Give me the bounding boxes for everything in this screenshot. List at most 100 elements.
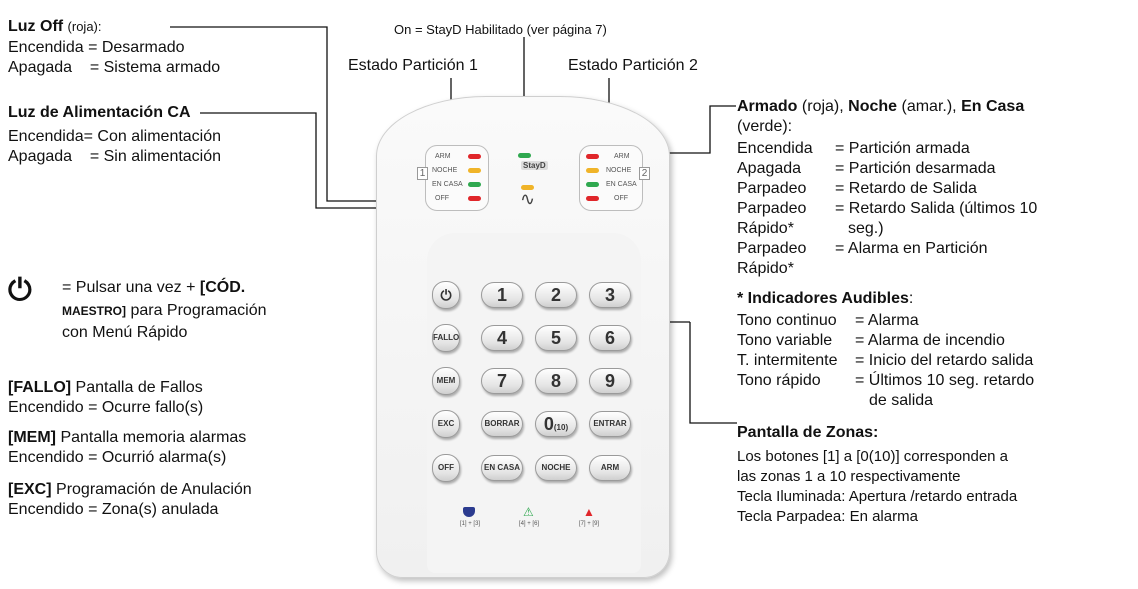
p1-stay-led	[468, 182, 481, 187]
exc-text: Programación de Anulación	[56, 481, 252, 498]
fallo-line: Encendido = Ocurre fallo(s)	[8, 399, 204, 416]
off-button[interactable]: OFF	[432, 454, 460, 482]
exc-line: Encendido = Zona(s) anulada	[8, 501, 219, 518]
partition-2-label: Estado Partición 2	[568, 57, 698, 74]
audible-key-2: T. intermitente	[737, 352, 838, 369]
night-amber: (amar.),	[901, 98, 957, 115]
keypad-device: ARM NOCHE EN CASA OFF 1 ARM NOCHE EN CAS…	[376, 96, 670, 578]
key-0[interactable]: 0(10)	[535, 411, 577, 437]
exc-button[interactable]: EXC	[432, 410, 460, 438]
en-casa-button[interactable]: EN CASA	[481, 455, 523, 481]
audible-val-4: de salida	[869, 392, 934, 409]
fallo-text: Pantalla de Fallos	[75, 379, 203, 396]
mem-line: Encendido = Ocurrió alarma(s)	[8, 449, 227, 466]
medical-triangle-icon: ⚠	[523, 505, 534, 519]
mem-button[interactable]: MEM	[432, 367, 460, 395]
ac-line-1: Encendida= Con alimentación	[8, 128, 222, 145]
audible-key-1: Tono variable	[737, 332, 833, 349]
p1-stay-label: EN CASA	[432, 181, 463, 188]
p2-off-led	[586, 196, 599, 201]
stayd-label: StayD	[521, 161, 548, 170]
audible-val-0: = Alarma	[855, 312, 919, 329]
p1-arm-led	[468, 154, 481, 159]
key-8[interactable]: 8	[535, 368, 577, 394]
fallo-row: [FALLO] Pantalla de Fallos	[8, 378, 203, 397]
zones-line-2: Tecla Iluminada: Apertura /retardo entra…	[737, 488, 1018, 505]
p1-night-led	[468, 168, 481, 173]
off-title-note: (roja):	[67, 19, 102, 34]
audible-title: * Indicadores Audibles	[737, 290, 909, 307]
status-val-3: = Retardo Salida (últimos 10	[835, 200, 1038, 217]
power-text-2: para Programación	[130, 302, 267, 319]
fallo-key: [FALLO]	[8, 379, 72, 396]
power-code: [CÓD.	[199, 279, 246, 296]
power-code-2: MAESTRO]	[62, 304, 126, 318]
armed-title: Armado	[737, 98, 798, 115]
key-3[interactable]: 3	[589, 282, 631, 308]
ac-power-icon: ∿	[520, 189, 536, 209]
p1-house-icon: 1	[417, 167, 428, 180]
zones-line-3: Tecla Parpadea: En alarma	[737, 508, 918, 525]
status-key-3: Parpadeo	[737, 200, 807, 217]
police-shield-icon	[463, 507, 475, 517]
entrar-button[interactable]: ENTRAR	[589, 411, 631, 437]
p2-arm-label: ARM	[614, 153, 630, 160]
key-0-label: 0	[543, 414, 554, 434]
audible-title-row: * Indicadores Audibles:	[737, 289, 913, 308]
status-key-4: Rápido*	[737, 220, 794, 237]
p1-off-label: OFF	[435, 195, 449, 202]
key-5[interactable]: 5	[535, 325, 577, 351]
mem-key: [MEM]	[8, 429, 56, 446]
p2-night-label: NOCHE	[606, 167, 632, 174]
p2-house-icon: 2	[639, 167, 650, 180]
mem-row: [MEM] Pantalla memoria alarmas	[8, 428, 246, 447]
status-val-2: = Retardo de Salida	[835, 180, 977, 197]
audible-key-0: Tono continuo	[737, 312, 837, 329]
power-button[interactable]: ⏻	[432, 281, 460, 309]
off-line-1: Encendida = Desarmado	[8, 39, 185, 56]
status-key-0: Encendida	[737, 140, 813, 157]
stayd-annotation: On = StayD Habilitado (ver página 7)	[394, 22, 607, 37]
partition-1-label: Estado Partición 1	[348, 57, 478, 74]
power-text-1: = Pulsar una vez +	[62, 279, 196, 296]
key-2[interactable]: 2	[535, 282, 577, 308]
key-4[interactable]: 4	[481, 325, 523, 351]
borrar-button[interactable]: BORRAR	[481, 411, 523, 437]
audible-colon: :	[908, 290, 914, 307]
off-title: Luz Off	[8, 18, 64, 35]
off-title-row: Luz Off (roja):	[8, 17, 102, 36]
ac-title: Luz de Alimentación CA	[8, 104, 191, 121]
p2-arm-led	[586, 154, 599, 159]
key-1[interactable]: 1	[481, 282, 523, 308]
arm-button[interactable]: ARM	[589, 455, 631, 481]
status-val-4: seg.)	[848, 220, 884, 237]
key-7[interactable]: 7	[481, 368, 523, 394]
key-6[interactable]: 6	[589, 325, 631, 351]
exc-key: [EXC]	[8, 481, 52, 498]
power-text-3: con Menú Rápido	[62, 324, 188, 341]
status-key-5: Parpadeo	[737, 240, 807, 257]
armed-green: (verde):	[737, 118, 793, 135]
ac-line-2: Apagada = Sin alimentación	[8, 148, 222, 165]
key-9[interactable]: 9	[589, 368, 631, 394]
zones-title: Pantalla de Zonas:	[737, 424, 879, 441]
audible-key-3: Tono rápido	[737, 372, 821, 389]
p2-off-label: OFF	[614, 195, 628, 202]
zones-line-0: Los botones [1] a [0(10)] corresponden a	[737, 448, 1009, 465]
status-val-5: = Alarma en Partición	[835, 240, 988, 257]
power-line-1: = Pulsar una vez + [CÓD.	[62, 278, 245, 297]
zones-line-1: las zonas 1 a 10 respectivamente	[737, 468, 961, 485]
connector-audible	[689, 322, 737, 424]
p1-arm-label: ARM	[435, 153, 451, 160]
status-val-1: = Partición desarmada	[835, 160, 996, 177]
audible-val-1: = Alarma de incendio	[855, 332, 1005, 349]
status-val-0: = Partición armada	[835, 140, 970, 157]
fire-icon: ▲	[583, 505, 595, 519]
fallo-button[interactable]: FALLO	[432, 324, 460, 352]
mem-text: Pantalla memoria alarmas	[60, 429, 247, 446]
p2-stay-label: EN CASA	[606, 181, 637, 188]
partition-1-status-panel: ARM NOCHE EN CASA OFF	[425, 145, 489, 211]
power-line-2: MAESTRO] para Programación	[62, 301, 267, 321]
noche-button[interactable]: NOCHE	[535, 455, 577, 481]
ac-led	[521, 185, 534, 190]
